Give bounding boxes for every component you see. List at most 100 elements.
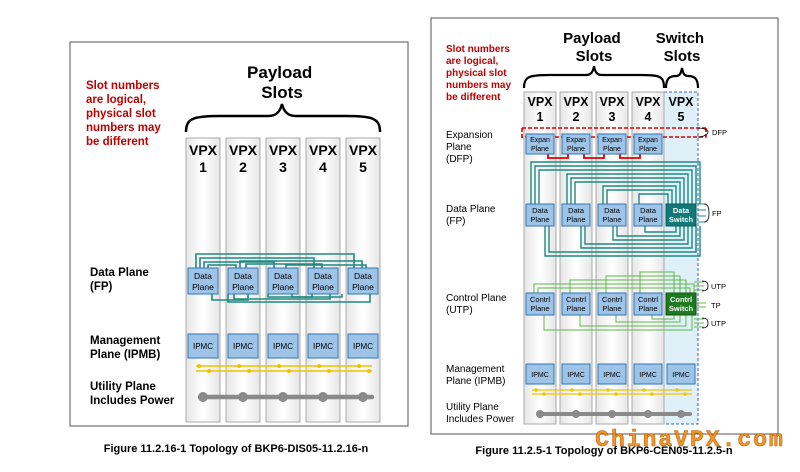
svg-text:IPMC: IPMC bbox=[193, 342, 213, 351]
left-ipmb-bus bbox=[196, 364, 372, 373]
right-utp-tp-connectors: UTP TP UTP bbox=[694, 280, 726, 329]
right-data-plane-links bbox=[530, 161, 701, 257]
right-data-plane-label: Data Plane (FP) bbox=[446, 204, 498, 227]
right-management-plane-label: Management Plane (IPMB) bbox=[446, 364, 507, 387]
svg-text:IPMC: IPMC bbox=[672, 372, 690, 379]
right-expansion-plane-label: Expansion Plane (DFP) bbox=[446, 130, 495, 165]
left-ipmc-box-1: IPMC bbox=[187, 333, 219, 359]
svg-text:IPMC: IPMC bbox=[603, 372, 621, 379]
right-dfp-bus: DFP bbox=[521, 127, 727, 138]
right-utp-bottom-label: UTP bbox=[711, 319, 726, 328]
right-switch-brace bbox=[664, 67, 700, 89]
left-power-bus bbox=[197, 392, 375, 402]
left-ipmc-box-3: IPMC bbox=[267, 333, 299, 359]
left-ipmc-box-4: IPMC bbox=[307, 333, 339, 359]
right-power-bus bbox=[536, 410, 692, 418]
right-caption: Figure 11.2.5-1 Topology of BKP6-CEN05-1… bbox=[475, 445, 732, 457]
right-ipmc-box-1: IPMC bbox=[525, 363, 555, 385]
right-payload-brace bbox=[522, 65, 666, 89]
svg-text:IPMC: IPMC bbox=[313, 342, 333, 351]
svg-text:IPMC: IPMC bbox=[639, 372, 657, 379]
svg-text:IPMC: IPMC bbox=[353, 342, 373, 351]
right-payload-header: Payload Slots bbox=[563, 30, 625, 65]
right-ipmc-box-3: IPMC bbox=[597, 363, 627, 385]
left-utility-plane-label: Utility Plane Includes Power bbox=[90, 381, 175, 407]
svg-text:IPMC: IPMC bbox=[233, 342, 253, 351]
left-payload-brace bbox=[184, 103, 382, 133]
svg-text:IPMC: IPMC bbox=[531, 372, 549, 379]
left-ipmc-box-2: IPMC bbox=[227, 333, 259, 359]
right-control-plane-label: Control Plane (UTP) bbox=[446, 293, 509, 316]
right-expansion-links bbox=[547, 154, 641, 159]
left-payload-header: Payload Slots bbox=[247, 63, 317, 102]
right-ipmc-box-2: IPMC bbox=[561, 363, 591, 385]
right-utility-plane-label: Utility Plane Includes Power bbox=[446, 402, 515, 425]
svg-text:IPMC: IPMC bbox=[567, 372, 585, 379]
right-ipmc-box-5: IPMC bbox=[666, 363, 696, 385]
right-ipmc-boxes: IPMC IPMC IPMC IPMC IPMC bbox=[525, 363, 696, 385]
left-ipmc-box-5: IPMC bbox=[347, 333, 379, 359]
right-slot-note: Slot numbers are logical, physical slot … bbox=[446, 44, 514, 103]
right-dfp-label: DFP bbox=[712, 128, 727, 137]
right-control-plane-links bbox=[533, 271, 695, 331]
left-slot-note: Slot numbers are logical, physical slot … bbox=[86, 80, 164, 148]
right-ipmb-bus bbox=[532, 388, 692, 396]
left-management-plane-label: Management Plane (IPMB) bbox=[90, 335, 164, 361]
right-utp-top-label: UTP bbox=[711, 282, 726, 291]
right-switch-header: Switch Slots bbox=[656, 30, 709, 65]
left-ipmc-boxes: IPMC IPMC IPMC IPMC IPMC bbox=[187, 333, 379, 359]
right-fp-connector: FP bbox=[698, 203, 722, 223]
right-figure: Slot numbers are logical, physical slot … bbox=[430, 17, 779, 457]
svg-text:IPMC: IPMC bbox=[273, 342, 293, 351]
